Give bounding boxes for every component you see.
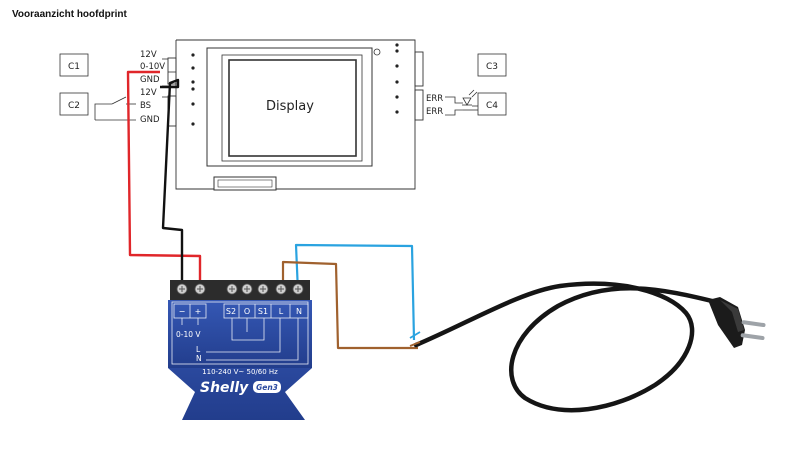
red-wire [126, 70, 202, 290]
connector-c1-label: C1 [68, 62, 80, 72]
terminal-label-plus: + [195, 307, 202, 316]
connector-c4 [477, 92, 507, 116]
terminal-screw [292, 283, 304, 295]
terminal-screw [257, 283, 269, 295]
terminal-screw [194, 283, 206, 295]
brown-wire [281, 260, 418, 350]
shelly-gen-badge: Gen3 [253, 381, 281, 393]
terminal-label-n: N [296, 307, 302, 316]
connector-c1 [59, 53, 89, 77]
label-l-shelly: L [196, 345, 201, 354]
terminal-label-l: L [279, 307, 284, 316]
label-12v-mid: 12V [140, 88, 157, 98]
terminal-label-s1: S1 [258, 307, 268, 316]
label-0-10v: 0-10V [140, 62, 165, 72]
label-gnd-bottom: GND [140, 115, 160, 125]
shelly-gen-label: Gen3 [256, 383, 278, 392]
black-wire [160, 78, 184, 290]
label-12v-top: 12V [140, 50, 157, 60]
shelly-module [168, 280, 312, 420]
terminal-screw [176, 283, 188, 295]
label-bs: BS [140, 101, 151, 111]
label-gnd-top: GND [140, 75, 160, 85]
terminal-screw [226, 283, 238, 295]
shelly-rating: 110-240 V~ 50/60 Hz [202, 368, 278, 376]
terminal-screw [241, 283, 253, 295]
terminal-label-o: O [244, 307, 250, 316]
display-label: Display [266, 99, 314, 114]
shelly-markings [173, 303, 309, 361]
diagram-title: Vooraanzicht hoofdprint [12, 9, 127, 20]
main-board [167, 39, 424, 190]
terminal-screw [275, 283, 287, 295]
power-plug [708, 297, 766, 348]
label-n-shelly: N [196, 354, 202, 363]
blue-wire [294, 243, 416, 341]
label-0-10v-shelly: 0-10 V [176, 330, 201, 339]
label-err-2: ERR [426, 107, 443, 117]
connector-boxes: C1 C2 C3 C4 [59, 53, 507, 116]
board-pins [191, 43, 399, 126]
left-pin-labels: 12V 0-10V GND 12V BS GND [140, 50, 165, 125]
display-module: Display [206, 47, 381, 191]
terminal-label-minus: − [179, 307, 186, 316]
led-symbol [445, 89, 478, 116]
connector-c2-label: C2 [68, 101, 80, 111]
connector-c3-label: C3 [486, 62, 498, 72]
connector-c3 [477, 53, 507, 77]
terminal-label-s2: S2 [226, 307, 236, 316]
connector-c4-label: C4 [486, 101, 498, 111]
shelly-labels: − + S2 O S1 L N 0-10 V L N 110-240 V~ 50… [176, 307, 302, 396]
terminal-screws [176, 283, 304, 295]
power-cable [409, 281, 723, 413]
switch-symbol [94, 96, 136, 121]
connector-c2 [59, 92, 89, 116]
right-pin-labels: ERR ERR [426, 94, 443, 117]
label-err-1: ERR [426, 94, 443, 104]
shelly-brand: Shelly [200, 380, 249, 396]
